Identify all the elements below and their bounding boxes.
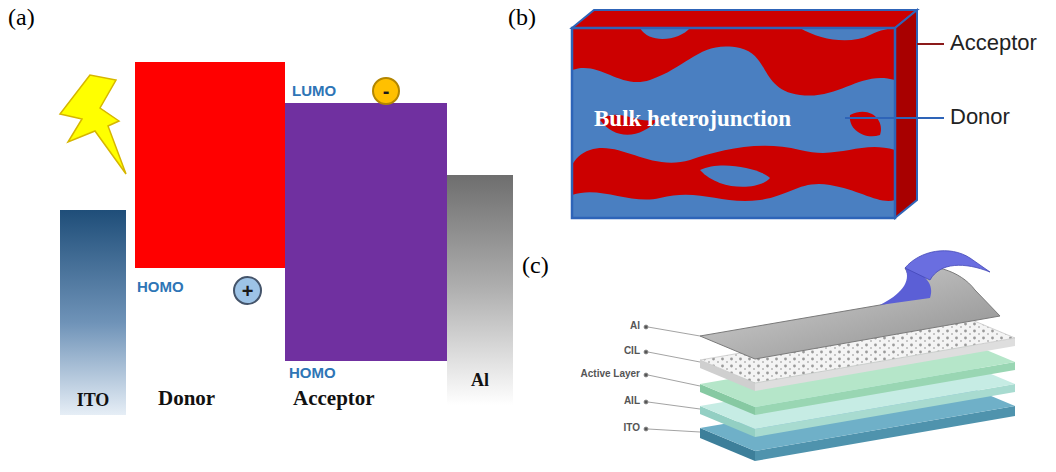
acceptor-phase xyxy=(572,28,895,218)
layer-label: Active Layer xyxy=(540,368,640,380)
bulk-heterojunction-box xyxy=(572,10,944,218)
material-label: Donor xyxy=(158,386,215,410)
node-text: - xyxy=(383,81,390,101)
heterojunction-box: Bulk heterojunction xyxy=(592,96,872,140)
panel-label: (c) xyxy=(522,252,549,280)
leader-line xyxy=(845,117,944,119)
al-electrode xyxy=(700,251,1000,359)
lightning-bolt xyxy=(60,75,126,174)
energy-level-label: HOMO xyxy=(289,364,336,381)
material-label: Acceptor xyxy=(293,386,375,410)
node-text: Bulk heterojunction xyxy=(594,107,791,130)
node-text: ITO xyxy=(77,391,110,409)
layer-label: ITO xyxy=(540,422,640,434)
node-text: Al xyxy=(471,371,489,389)
ito-electrode-bar: ITO xyxy=(60,210,126,415)
donor-phase xyxy=(572,28,895,218)
layer-label: AIL xyxy=(540,395,640,407)
panel-label: (b) xyxy=(508,4,536,32)
hole-circle: + xyxy=(233,276,262,305)
energy-level-label: HOMO xyxy=(137,278,184,295)
node-text: + xyxy=(242,281,254,301)
phase-label: Donor xyxy=(950,104,1010,129)
energy-level-label: LUMO xyxy=(292,82,336,99)
al-electrode-bar: Al xyxy=(447,175,513,405)
layer-label: Al xyxy=(540,320,640,332)
acceptor-level-block xyxy=(285,103,447,361)
electron-circle: - xyxy=(372,77,400,105)
leader-line xyxy=(917,43,944,45)
label-leaders xyxy=(644,325,700,432)
device-stack xyxy=(644,251,1015,461)
donor-level-block xyxy=(135,62,285,268)
layer-label: CIL xyxy=(540,345,640,357)
phase-label: Acceptor xyxy=(950,30,1037,55)
panel-label: (a) xyxy=(8,4,35,32)
